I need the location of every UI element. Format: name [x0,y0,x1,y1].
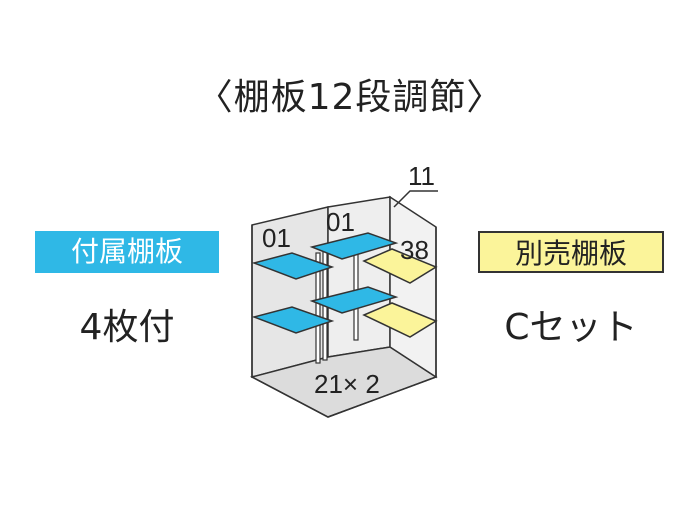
included-shelf [309,286,399,314]
leader-line [393,190,438,208]
included-shelf [251,252,335,280]
included-shelves-count: 4枚付 [79,307,175,348]
label-mid: 01 [326,207,355,237]
included-shelf [251,306,335,334]
frame-edge [251,225,437,418]
sold-separately-shelves-badge: 別売棚板 [478,231,664,273]
label-bottom: 21× 2 [314,369,380,399]
included-shelf [309,232,399,260]
support-post [315,252,321,364]
storage-shelf-diagram: 11 01 01 38 21× 2 [249,161,438,418]
label-right: 38 [400,235,429,265]
label-left: 01 [262,223,291,253]
label-top: 11 [408,161,435,191]
page-title: 〈棚板12段調節〉 [196,77,504,118]
sold-separately-shelf [362,248,438,284]
right-side-wall [389,195,437,379]
included-shelves-badge: 付属棚板 [35,231,219,273]
sold-separately-shelves-count: Cセット [504,307,638,348]
sold-separately-shelf [362,302,438,338]
